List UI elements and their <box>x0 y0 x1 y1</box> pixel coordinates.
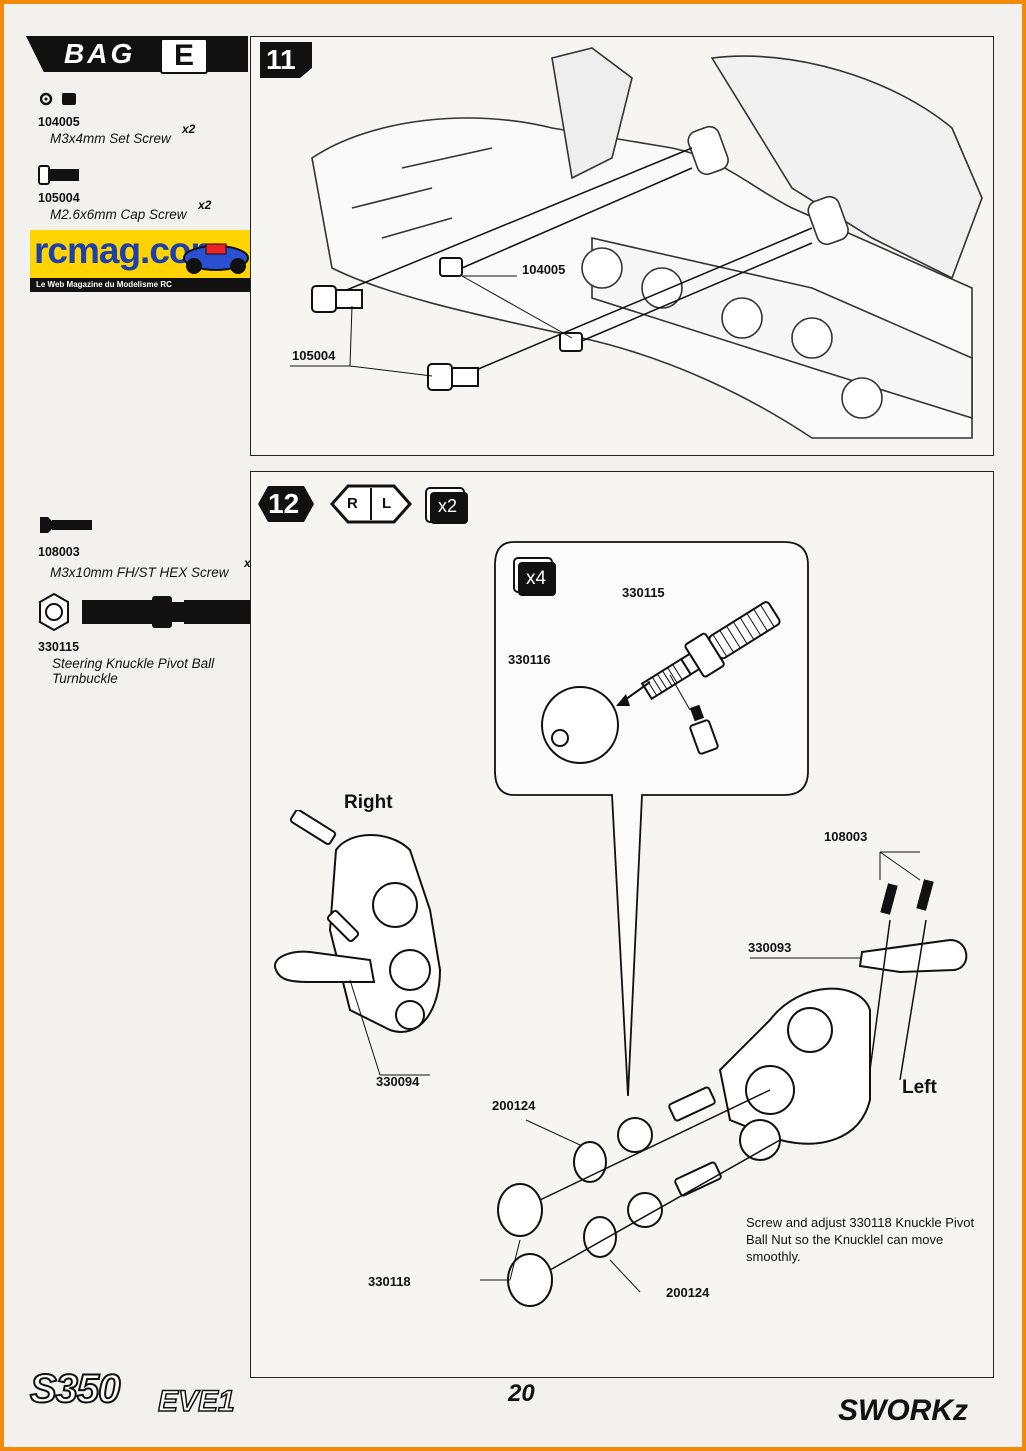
callout-330094: 330094 <box>376 1074 420 1089</box>
side-r: R <box>347 495 358 512</box>
part-code: 108003 <box>38 545 80 559</box>
model-logo-suffix: EVE1 <box>157 1384 235 1419</box>
callout-330118: 330118 <box>368 1274 411 1289</box>
part-code: 105004 <box>38 191 80 205</box>
turnbuckle-icon <box>39 592 252 632</box>
step-11-number: 11 <box>266 44 296 75</box>
left-label: Left <box>902 1077 937 1098</box>
model-logo: S350 <box>29 1366 121 1412</box>
step-11-badge <box>260 42 312 78</box>
part-code: 330115 <box>38 640 80 654</box>
detail-callout-bubble <box>494 541 809 1097</box>
bag-header: BAG E <box>26 36 248 74</box>
multiplier-x2: x2 <box>438 496 458 516</box>
left-right-icon <box>330 484 412 524</box>
cap-screw-icon <box>38 165 79 185</box>
rcmag-tagline: Le Web Magazine du Modelisme RC <box>30 278 254 292</box>
rcmag-watermark: rcmag.com Le Web Magazine du Modelisme R… <box>30 230 254 292</box>
right-label: Right <box>344 792 393 813</box>
left-knuckle-diagram <box>480 851 968 1307</box>
callout-104005: 104005 <box>522 262 566 277</box>
multiplier-badge <box>425 487 468 524</box>
threadlock-bottle-icon <box>689 704 719 755</box>
bag-header-background <box>26 36 248 72</box>
step-12-badge <box>258 486 314 522</box>
parts-sidebar: BAG E 104005 M3x4mm Set Screw x2 105004 … <box>26 36 313 1376</box>
callout-330115: 330115 <box>622 585 665 600</box>
step-12-number: 12 <box>268 488 300 519</box>
rc-car-icon <box>183 243 249 274</box>
part-name: M3x4mm Set Screw <box>50 131 171 146</box>
right-knuckle-diagram <box>273 810 442 1076</box>
bag-label: BAG <box>64 38 136 69</box>
part-code: 104005 <box>38 115 80 129</box>
callout-105004: 105004 <box>292 348 336 363</box>
step-11-chassis-diagram <box>290 47 983 439</box>
part-name: M2.6x6mm Cap Screw <box>50 207 187 222</box>
set-screw-icon <box>40 92 76 106</box>
part-qty: x2 <box>198 198 212 212</box>
part-qty: x2 <box>182 122 196 136</box>
assembly-note: Screw and adjust 330118 Knuckle Pivot Ba… <box>746 1215 975 1264</box>
flat-head-screw-icon <box>40 517 92 533</box>
callout-330116: 330116 <box>508 652 551 667</box>
callout-108003: 108003 <box>824 829 868 844</box>
detail-multiplier-x4: x4 <box>526 568 547 589</box>
pivot-ball-detail-diagram <box>541 601 781 764</box>
callout-330093: 330093 <box>748 940 792 955</box>
part-name: M3x10mm FH/ST HEX Screw <box>50 565 229 580</box>
side-l: L <box>382 495 392 512</box>
bag-letter: E <box>160 38 208 74</box>
brand-logo: SWORKz <box>838 1394 968 1427</box>
page-number: 20 <box>508 1380 535 1407</box>
detail-multiplier-badge <box>513 557 556 596</box>
callout-200124-top: 200124 <box>492 1098 536 1113</box>
part-name: Steering Knuckle Pivot Ball Turnbuckle <box>52 656 215 686</box>
callout-200124-bottom: 200124 <box>666 1285 710 1300</box>
